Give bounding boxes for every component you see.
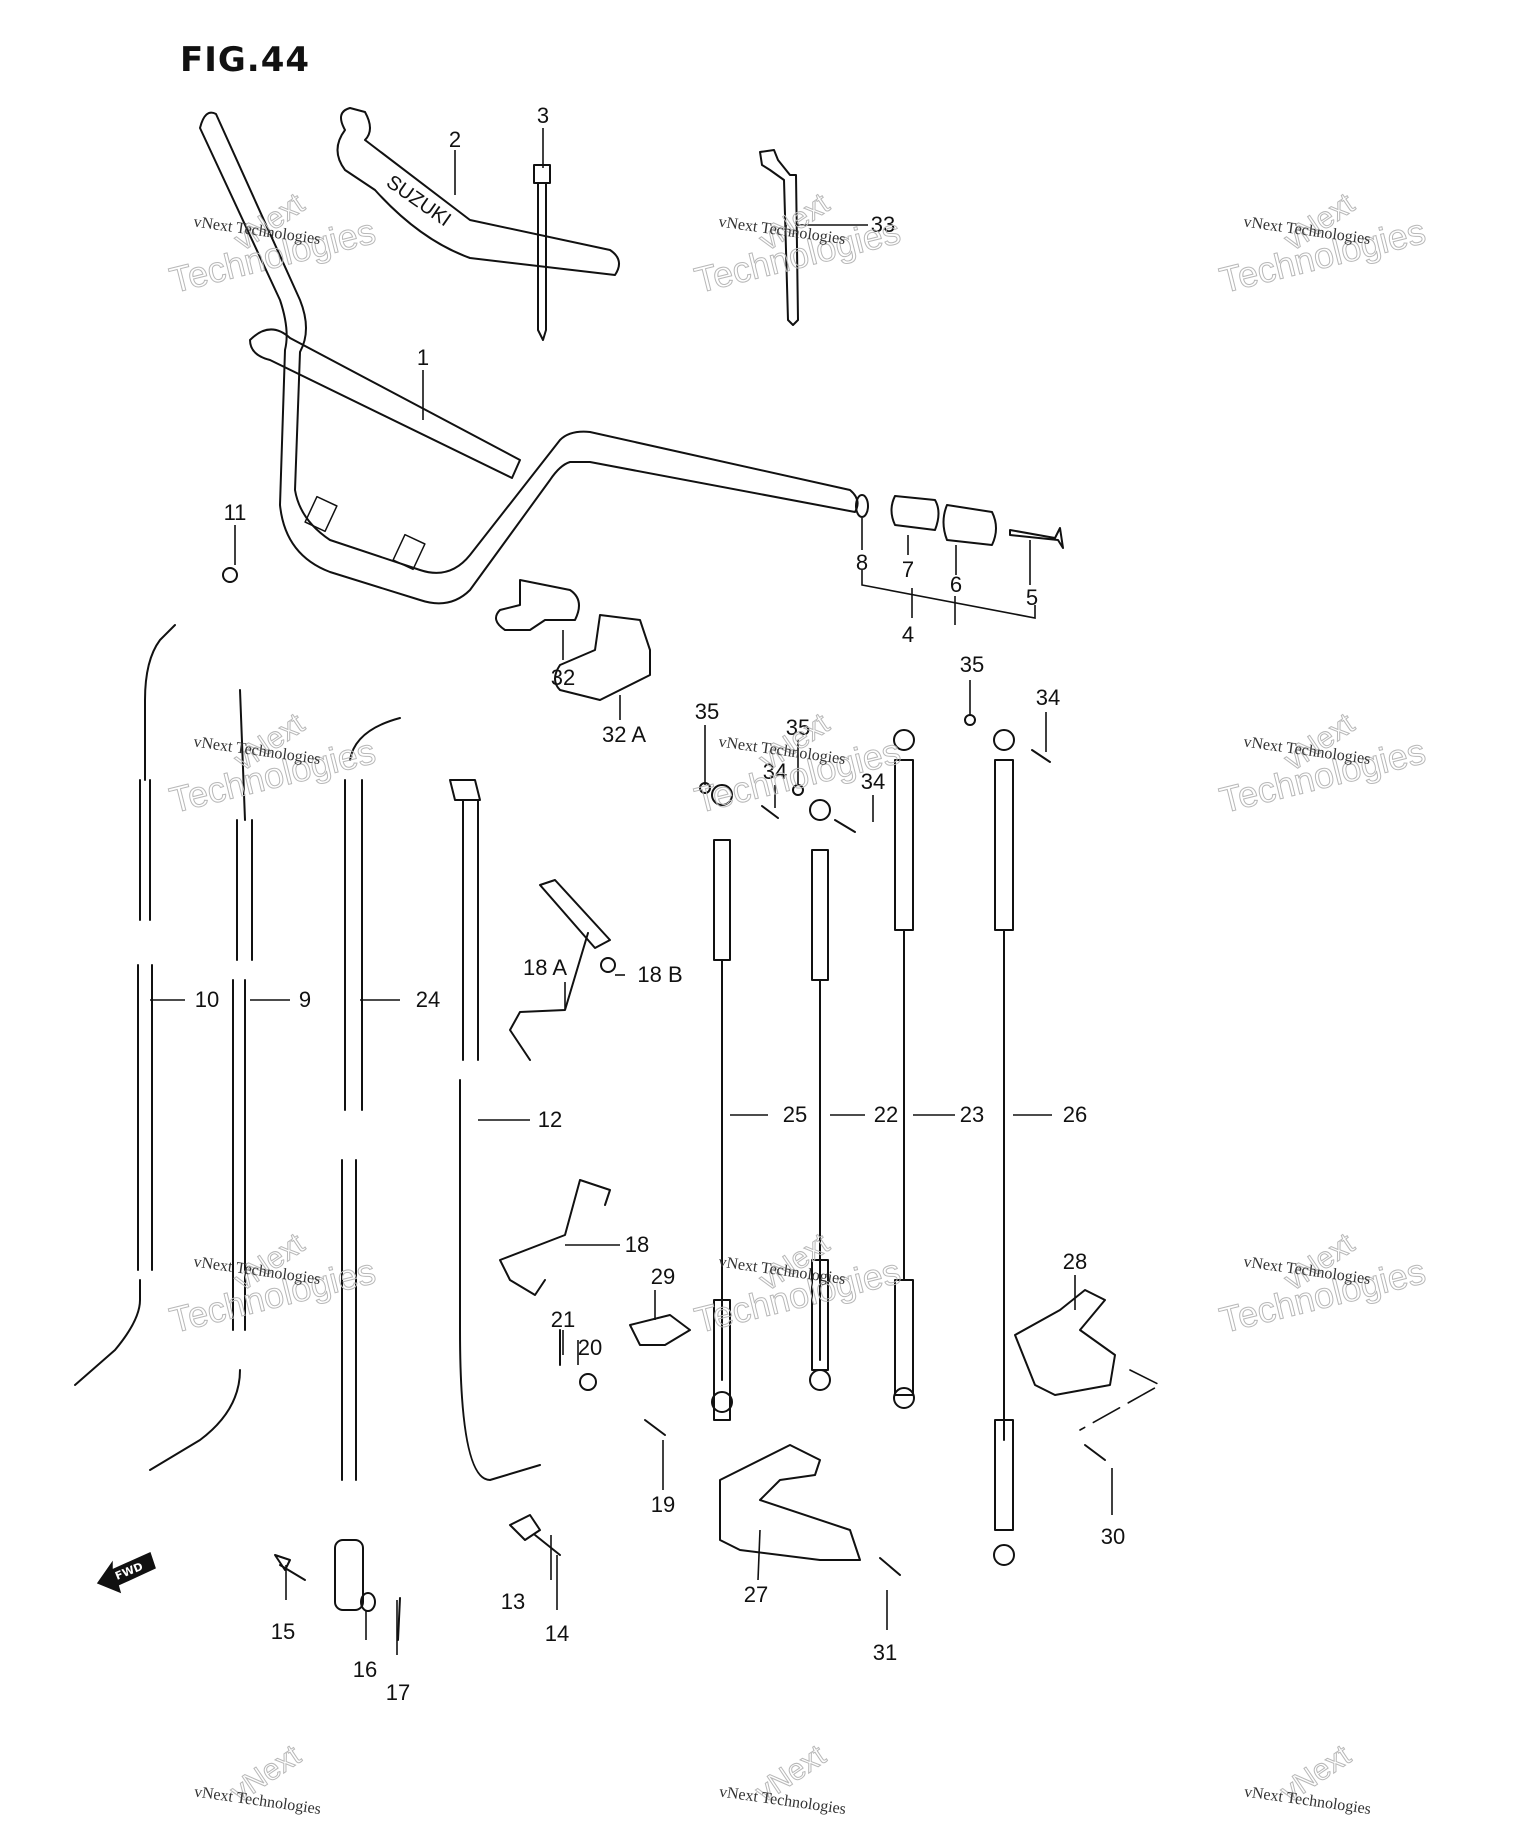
- forward-direction-arrow: FWD: [96, 1551, 156, 1594]
- cable-part-22[interactable]: [809, 799, 831, 1391]
- parts-diagram: SUZUKI: [74, 107, 1161, 1655]
- callout-4[interactable]: 4: [901, 622, 915, 647]
- clip-part-29[interactable]: [629, 1314, 691, 1346]
- brake-cable-part-12[interactable]: [449, 779, 541, 1481]
- leader-lines: [150, 128, 1113, 1655]
- cable-part-23[interactable]: [893, 729, 915, 1409]
- cable-part-25[interactable]: [711, 784, 733, 1421]
- callout-9[interactable]: 9: [298, 987, 312, 1012]
- callout-20[interactable]: 20: [577, 1335, 603, 1360]
- callout-25[interactable]: 25: [782, 1102, 808, 1127]
- callout-30[interactable]: 30: [1100, 1524, 1126, 1549]
- rubber-part-36[interactable]: [539, 879, 611, 949]
- bracket-part-32A[interactable]: [554, 614, 651, 701]
- callout-29[interactable]: 29: [650, 1264, 676, 1289]
- bracket-part-18[interactable]: [499, 1179, 611, 1296]
- callout-21[interactable]: 21: [550, 1307, 576, 1332]
- callout-12[interactable]: 12: [537, 1107, 563, 1132]
- washer-part-18B[interactable]: [600, 957, 616, 973]
- small-fasteners[interactable]: [222, 567, 1106, 1641]
- callout-8[interactable]: 8: [855, 550, 869, 575]
- callout-2[interactable]: 2: [448, 127, 462, 152]
- callout-18a[interactable]: 18 A: [522, 955, 568, 980]
- callout-5[interactable]: 5: [1025, 585, 1039, 610]
- callout-6[interactable]: 6: [949, 572, 963, 597]
- cable-tie-part-3[interactable]: [533, 164, 551, 341]
- callout-32a[interactable]: 32 A: [601, 722, 647, 747]
- callout-24[interactable]: 24: [415, 987, 441, 1012]
- callout-23[interactable]: 23: [959, 1102, 985, 1127]
- callout-26[interactable]: 26: [1062, 1102, 1088, 1127]
- tool-part-33[interactable]: [759, 149, 799, 326]
- callout-1[interactable]: 1: [416, 345, 430, 370]
- throttle-cable-part-10[interactable]: [74, 624, 176, 1386]
- throttle-cable-part-9[interactable]: [149, 689, 253, 1471]
- callout-34-a[interactable]: 34: [762, 759, 788, 784]
- grip-part-2[interactable]: SUZUKI: [336, 107, 620, 276]
- callout-11[interactable]: 11: [223, 500, 247, 525]
- wire-part-18A[interactable]: [509, 932, 589, 1061]
- callout-22[interactable]: 22: [873, 1102, 899, 1127]
- clutch-cable-part-24[interactable]: [334, 717, 401, 1611]
- cable-part-26[interactable]: [993, 729, 1015, 1566]
- callout-35-a[interactable]: 35: [694, 699, 720, 724]
- callout-15[interactable]: 15: [270, 1619, 296, 1644]
- callout-18b[interactable]: 18 B: [637, 962, 683, 987]
- figure-title: FIG.44: [180, 40, 311, 80]
- bracket-part-28[interactable]: [1014, 1289, 1161, 1431]
- handlebar-part-1[interactable]: [199, 111, 859, 605]
- bar-end-parts[interactable]: [855, 494, 1064, 549]
- callout-16[interactable]: 16: [352, 1657, 378, 1682]
- callout-7[interactable]: 7: [901, 557, 915, 582]
- bracket-part-32[interactable]: [495, 579, 580, 631]
- callout-27[interactable]: 27: [743, 1582, 769, 1607]
- callout-14[interactable]: 14: [544, 1621, 570, 1646]
- callout-35-c[interactable]: 35: [959, 652, 985, 677]
- callout-31[interactable]: 31: [872, 1640, 898, 1665]
- callout-32[interactable]: 32: [550, 665, 576, 690]
- callout-33[interactable]: 33: [870, 212, 896, 237]
- callout-17[interactable]: 17: [385, 1680, 411, 1705]
- callout-3[interactable]: 3: [536, 103, 550, 128]
- callout-34-b[interactable]: 34: [860, 769, 886, 794]
- bracket-part-27[interactable]: [719, 1444, 861, 1561]
- callout-13[interactable]: 13: [500, 1589, 526, 1614]
- callout-35-b[interactable]: 35: [785, 715, 811, 740]
- callout-34-c[interactable]: 34: [1035, 685, 1061, 710]
- callout-19[interactable]: 19: [650, 1492, 676, 1517]
- callout-18[interactable]: 18: [624, 1232, 650, 1257]
- callout-10[interactable]: 10: [194, 987, 220, 1012]
- callout-28[interactable]: 28: [1062, 1249, 1088, 1274]
